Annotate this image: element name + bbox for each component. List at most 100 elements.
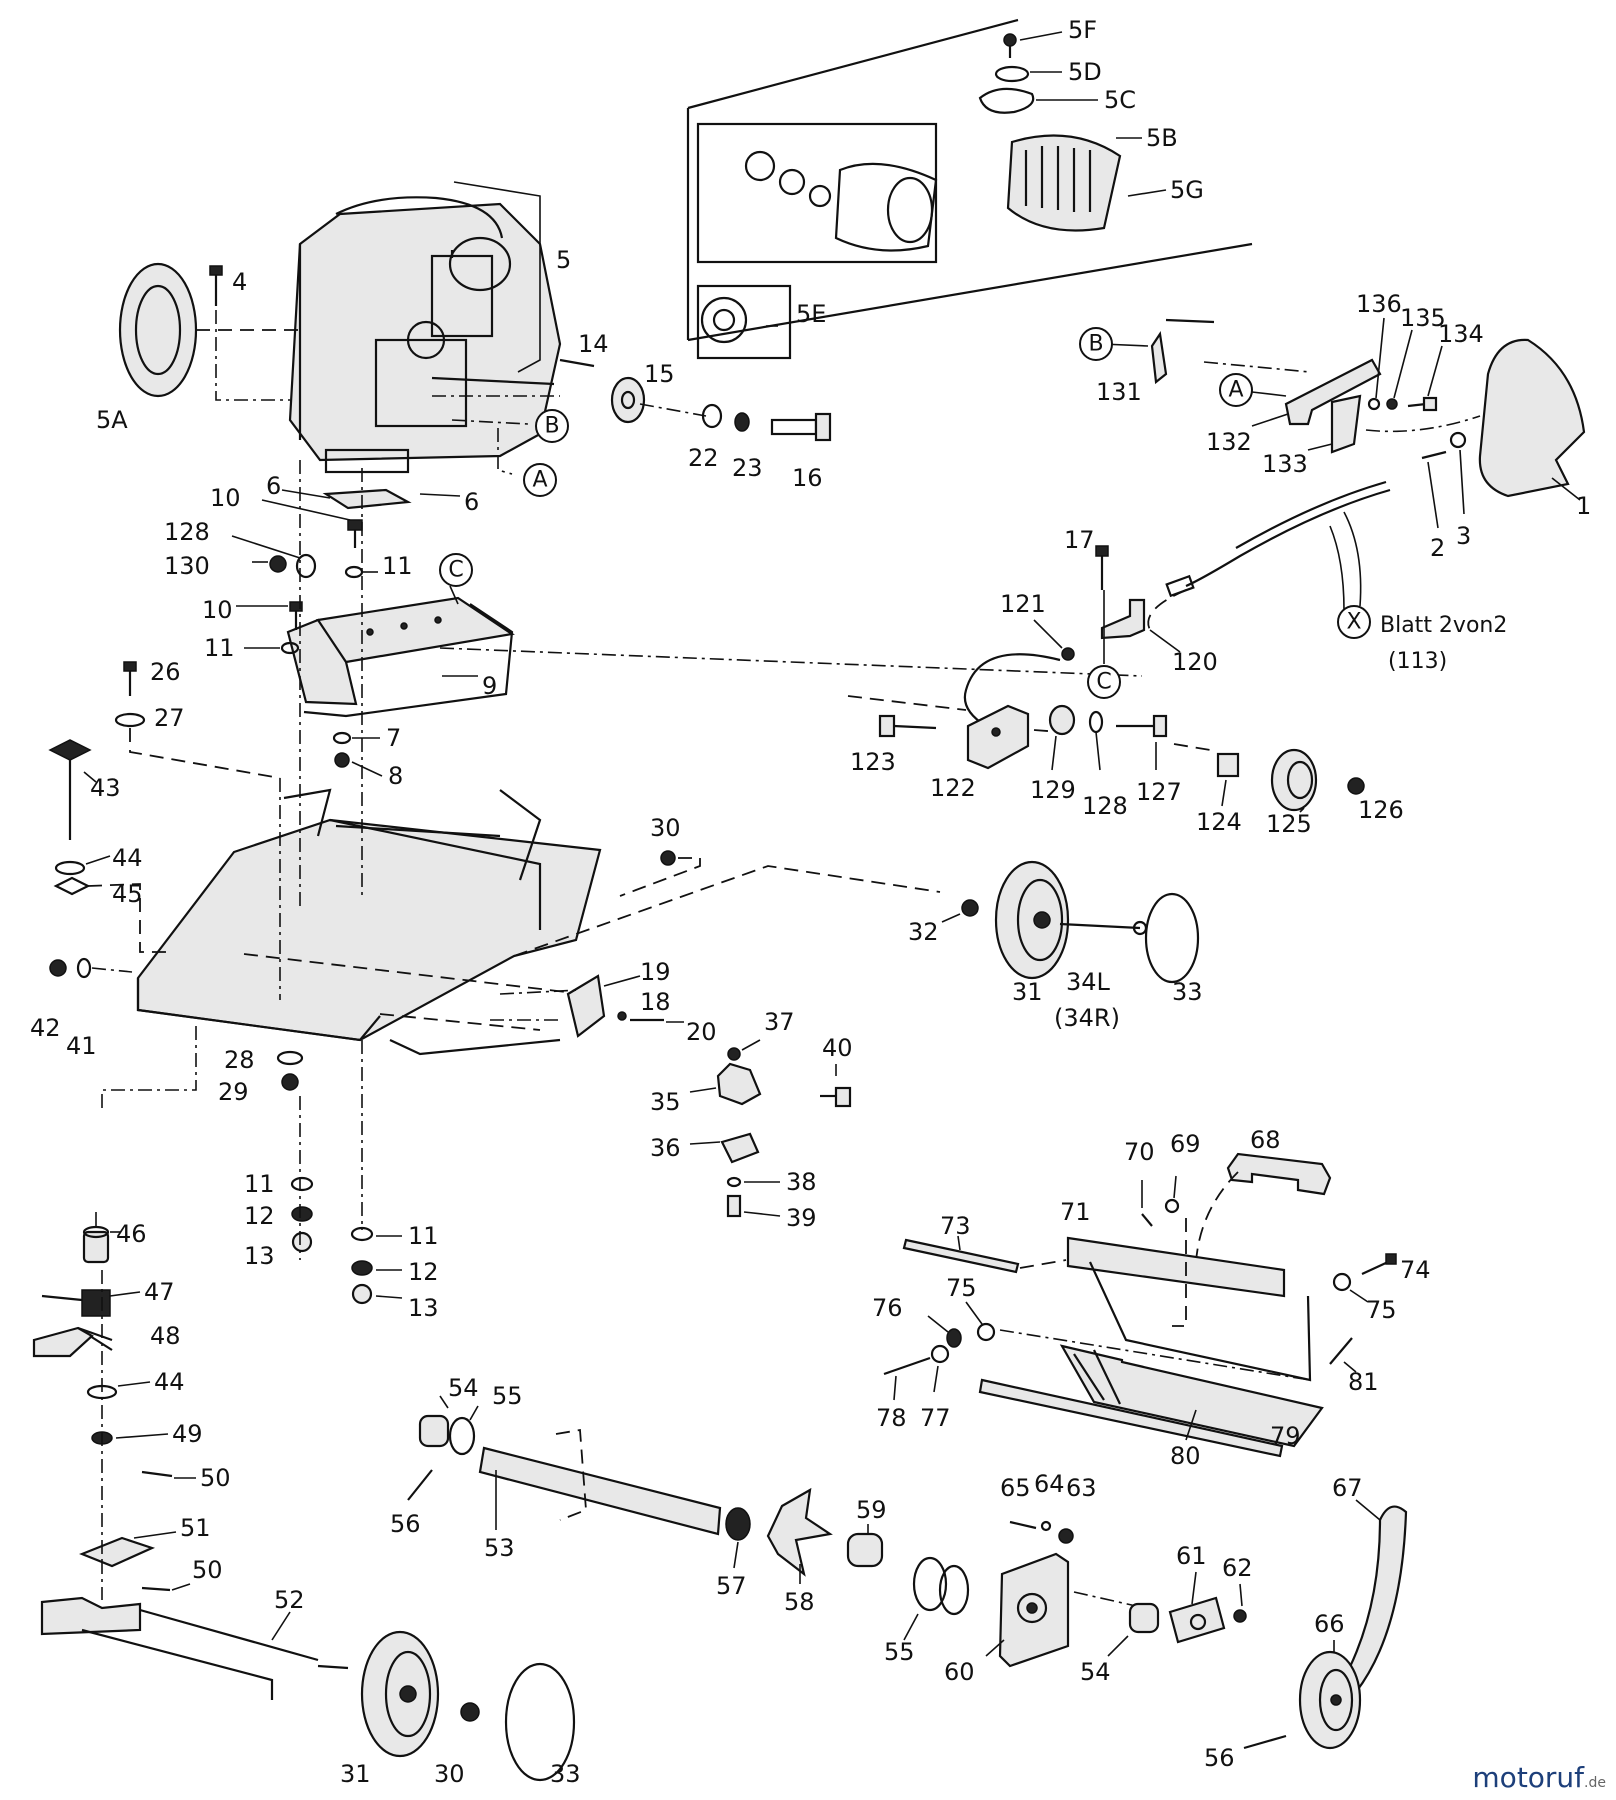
part-37-nut: [727, 1039, 761, 1061]
part-123-bolt: [878, 714, 937, 738]
part-71-flap: [1066, 1218, 1312, 1382]
part-131-bracket: [1101, 318, 1215, 385]
label-53: 53: [484, 1534, 515, 1562]
label-12b: 12: [408, 1258, 439, 1286]
part-labels: 5F 5D 5C 5B 5G 5 5E 5A 4 14 15 22 23 16 …: [30, 16, 1591, 1788]
part-28-washer: [276, 1050, 304, 1066]
label-35: 35: [650, 1088, 681, 1116]
part-42-nut: [49, 959, 67, 977]
part-44-washer-upper: [54, 855, 111, 876]
part-127-bolt: [1116, 714, 1168, 770]
label-44a: 44: [112, 844, 143, 872]
part-8-nut: [334, 752, 383, 777]
part-11-12-13-stack-left: [290, 1096, 314, 1260]
part-38-washer: [726, 1176, 780, 1188]
part-54-bearing-left: [418, 1395, 450, 1448]
label-61: 61: [1176, 1542, 1207, 1570]
label-133: 133: [1262, 450, 1308, 478]
label-11c: 11: [244, 1170, 275, 1198]
label-70: 70: [1124, 1138, 1155, 1166]
part-136-washer: [1367, 317, 1385, 411]
bracket-lines: [490, 989, 581, 1021]
label-38: 38: [786, 1168, 817, 1196]
label-49: 49: [172, 1420, 203, 1448]
part-10-bolt-lower: [236, 601, 303, 630]
part-11-washer-upper: [344, 565, 378, 579]
part-14-pin: [559, 358, 595, 368]
line-A-upper: [1203, 361, 1311, 373]
part-70-screw: [1141, 1180, 1153, 1227]
label-132: 132: [1206, 428, 1252, 456]
label-34L: 34L: [1066, 968, 1111, 996]
part-11-12-13-stack-right: [350, 1040, 403, 1305]
part-6-spacers: [281, 488, 461, 510]
watermark-brand: motoruf: [1472, 1761, 1585, 1794]
label-5: 5: [556, 246, 571, 274]
part-45-washer: [53, 876, 170, 953]
label-41: 41: [66, 1032, 97, 1060]
part-65-screw: [1009, 1520, 1037, 1530]
part-134-bolt: [1407, 345, 1443, 412]
label-28: 28: [224, 1046, 255, 1074]
label-17: 17: [1064, 526, 1095, 554]
part-3-washer: [1449, 431, 1467, 515]
part-15-pulley: [610, 376, 646, 424]
ref-circle-B-right: B: [1079, 327, 1113, 361]
label-77: 77: [920, 1404, 951, 1432]
part-17-bolt: [1095, 545, 1109, 590]
part-35-clip: [689, 1062, 762, 1106]
part-30-spacer-lower: [460, 1702, 480, 1722]
part-23-lock-washer: [734, 412, 750, 432]
part-31-rear-wheel: [994, 860, 1070, 980]
label-5F: 5F: [1068, 16, 1097, 44]
label-128b: 128: [1082, 792, 1128, 820]
label-22: 22: [688, 444, 719, 472]
part-5B-shroud: [1006, 134, 1142, 232]
label-66: 66: [1314, 1610, 1345, 1638]
part-58-tine-blade: [766, 1487, 833, 1584]
label-131: 131: [1096, 378, 1142, 406]
part-60-bearing-housing: [985, 1552, 1070, 1668]
label-16: 16: [792, 464, 823, 492]
part-124-bushing: [1216, 752, 1240, 807]
label-62: 62: [1222, 1554, 1253, 1582]
sheet-ref-line2: (113): [1388, 649, 1447, 674]
label-2: 2: [1430, 534, 1445, 562]
control-cable: [1147, 480, 1391, 631]
label-30a: 30: [650, 814, 681, 842]
label-122: 122: [930, 774, 976, 802]
engine-axis-line: [432, 395, 707, 417]
label-20: 20: [686, 1018, 717, 1046]
label-19: 19: [640, 958, 671, 986]
part-66-small-wheel: [1298, 1640, 1362, 1750]
label-5B: 5B: [1146, 124, 1178, 152]
part-69-washer: [1164, 1175, 1180, 1214]
part-11-washer-mid: [244, 641, 300, 655]
label-15: 15: [644, 360, 675, 388]
label-3: 3: [1456, 522, 1471, 550]
label-58: 58: [784, 1588, 815, 1616]
label-31a: 31: [1012, 978, 1043, 1006]
part-79-flap-mat: [1059, 1344, 1324, 1448]
part-56-axle-pin: [1243, 1734, 1287, 1750]
label-59: 59: [856, 1496, 887, 1524]
svg-text:A: A: [1228, 378, 1243, 403]
label-26: 26: [150, 658, 181, 686]
part-53-tine-shaft: [478, 1428, 722, 1536]
part-33-hubcap-disc: [1144, 892, 1200, 984]
part-121-nut: [1033, 619, 1075, 661]
label-5A: 5A: [96, 406, 128, 434]
cover-dash: [1365, 415, 1481, 433]
label-44b: 44: [154, 1368, 185, 1396]
label-11a: 11: [382, 552, 413, 580]
part-125-idler-pulley: [1270, 748, 1318, 813]
part-59-bushing: [846, 1524, 884, 1568]
lever-axis-line: [847, 695, 1061, 733]
part-4-bolt: [209, 265, 290, 401]
part-62-nut: [1233, 1583, 1247, 1623]
label-129: 129: [1030, 776, 1076, 804]
part-47-spring: [41, 1289, 141, 1317]
inset-motor: [744, 150, 938, 252]
label-5D: 5D: [1068, 58, 1102, 86]
